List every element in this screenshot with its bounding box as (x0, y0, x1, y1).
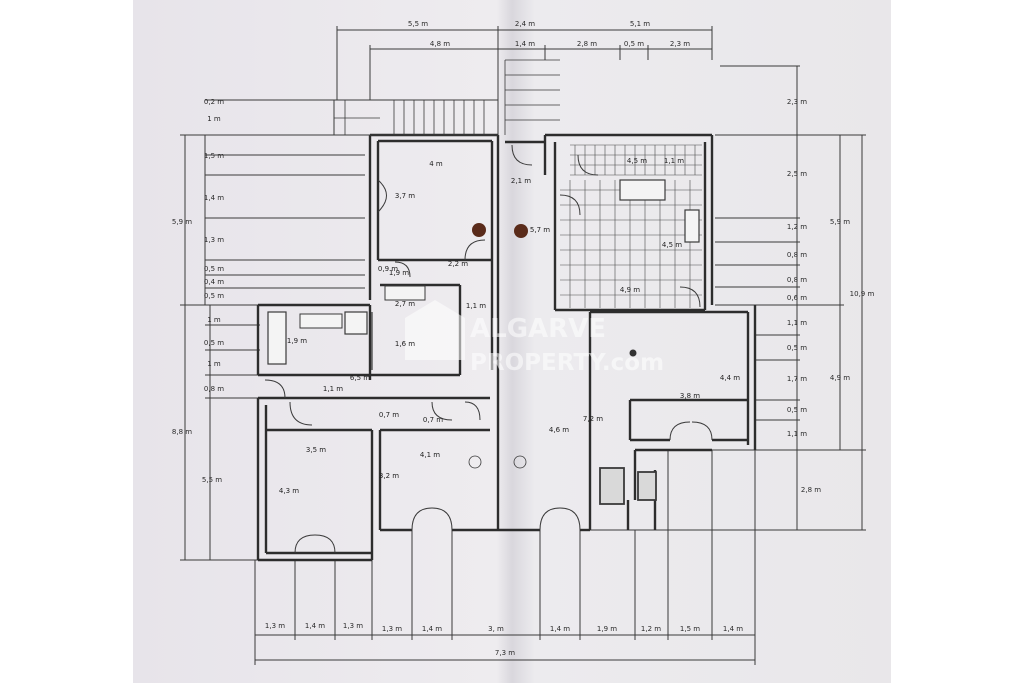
room-dim-label: 3,5 m (306, 446, 326, 454)
room-dim-label: 3,7 m (395, 192, 415, 200)
pillar-marker (629, 349, 637, 357)
dim-label: 5,9 m (830, 218, 850, 226)
room-dim-label: 4,4 m (720, 374, 740, 382)
dim-label: 5,9 m (172, 218, 192, 226)
dim-label: 8,8 m (172, 428, 192, 436)
dim-label: 2,3 m (670, 40, 690, 48)
dim-label: 1,5 m (204, 152, 224, 160)
dim-label: 0,5 m (624, 40, 644, 48)
room-dim-label: 4,1 m (420, 451, 440, 459)
dim-label: 0,4 m (204, 278, 224, 286)
room-dim-label: 2,2 m (448, 260, 468, 268)
dim-label: 3, m (488, 625, 504, 633)
dim-label: 1 m (207, 360, 221, 368)
watermark-line1: ALGARVE (470, 314, 606, 344)
room-dim-label: 4 m (429, 160, 443, 168)
dim-label: 1,1 m (787, 430, 807, 438)
room-dim-label: 2,1 m (511, 177, 531, 185)
dim-label: 7,3 m (495, 649, 515, 657)
dim-label: 0,5 m (787, 344, 807, 352)
dim-label: 0,2 m (204, 98, 224, 106)
dim-label: 1,9 m (597, 625, 617, 633)
dim-label: 2,8 m (801, 486, 821, 494)
dim-label: 0,8 m (204, 385, 224, 393)
room-dim-label: 6,5 m (350, 374, 370, 382)
room-dim-label: 4,5 m (627, 157, 647, 165)
pillar-marker (514, 224, 528, 238)
dim-label: 10,9 m (850, 290, 875, 298)
dim-label: 1 m (207, 316, 221, 324)
room-dim-label: 4,5 m (662, 241, 682, 249)
dim-label: 5,1 m (630, 20, 650, 28)
dim-label: 0,5 m (204, 292, 224, 300)
dim-label: 1,1 m (787, 319, 807, 327)
paper-sheet (133, 0, 891, 683)
dim-label: 1,4 m (305, 622, 325, 630)
room-dim-label: 1,9 m (287, 337, 307, 345)
dim-label: 5,5 m (408, 20, 428, 28)
room-dim-label: 5,7 m (530, 226, 550, 234)
dim-label: 1,2 m (787, 223, 807, 231)
dim-label: 0,5 m (204, 339, 224, 347)
dim-label: 1,3 m (382, 625, 402, 633)
dim-label: 1,4 m (550, 625, 570, 633)
dim-label: 4,8 m (430, 40, 450, 48)
dim-label: 2,3 m (787, 98, 807, 106)
dim-label: 5,5 m (202, 476, 222, 484)
dim-label: 0,6 m (787, 294, 807, 302)
dim-label: 1,3 m (204, 236, 224, 244)
room-dim-label: 2,7 m (395, 300, 415, 308)
room-dim-label: 0,7 m (379, 411, 399, 419)
room-dim-label: 7,2 m (583, 415, 603, 423)
room-dim-label: 4,9 m (620, 286, 640, 294)
room-dim-label: 0,7 m (423, 416, 443, 424)
dim-label: 1,4 m (515, 40, 535, 48)
watermark-line2: PROPERTY.com (470, 350, 664, 376)
room-dim-label: 4,6 m (549, 426, 569, 434)
room-dim-label: 3,2 m (379, 472, 399, 480)
room-dim-label: 0,9 m (378, 265, 398, 273)
dim-label: 1,7 m (787, 375, 807, 383)
pillar-marker (472, 223, 486, 237)
dim-label: 4,9 m (830, 374, 850, 382)
dim-label: 0,5 m (787, 406, 807, 414)
dim-label: 1,2 m (641, 625, 661, 633)
watermark: ALGARVE PROPERTY.com (405, 300, 664, 376)
room-dim-label: 1,1 m (664, 157, 684, 165)
dim-label: 0,8 m (787, 251, 807, 259)
room-dim-label: 3,8 m (680, 392, 700, 400)
room-dim-label: 1,6 m (395, 340, 415, 348)
dim-label: 1,5 m (680, 625, 700, 633)
dim-label: 2,5 m (787, 170, 807, 178)
room-dim-label: 1,1 m (466, 302, 486, 310)
room-dim-label: 1,1 m (323, 385, 343, 393)
dim-label: 1,3 m (343, 622, 363, 630)
room-dim-label: 1,9 m (389, 269, 409, 277)
dim-label: 0,5 m (204, 265, 224, 273)
dim-label: 2,4 m (515, 20, 535, 28)
dim-label: 1,4 m (723, 625, 743, 633)
dim-label: 1,3 m (265, 622, 285, 630)
dim-label: 0,8 m (787, 276, 807, 284)
dim-label: 1,4 m (422, 625, 442, 633)
dim-label: 1,4 m (204, 194, 224, 202)
room-dim-label: 4,3 m (279, 487, 299, 495)
dim-label: 2,8 m (577, 40, 597, 48)
dim-label: 1 m (207, 115, 221, 123)
